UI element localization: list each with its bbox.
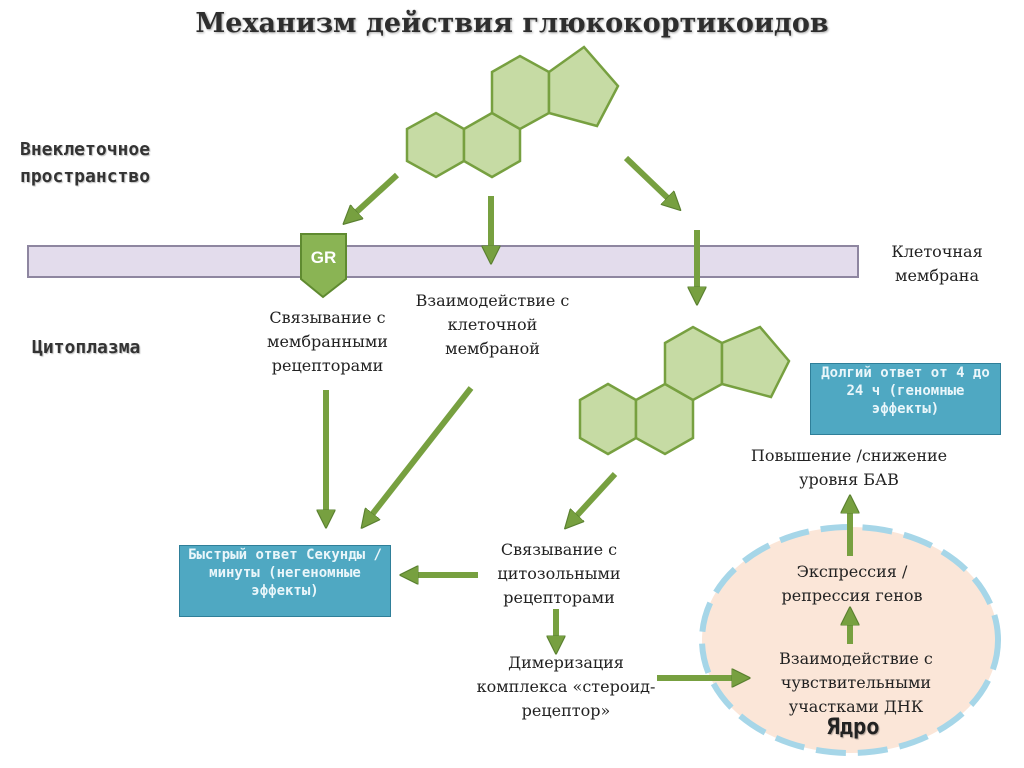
gr-receptor [300,233,347,299]
page-title: Механизм действия глюкокортикоидов [195,8,829,39]
dimerization-label: Димеризация комплекса «стероид-рецептор» [476,653,656,720]
cell-membrane [27,245,859,278]
dna-interaction-label: Взаимодействие с чувствительными участка… [779,649,933,716]
steroid-molecule-cytoplasm [578,325,791,456]
membrane-label: Клеточная мембрана [891,242,983,285]
extracellular-space-label: Внеклеточное пространство [20,139,151,187]
steroid-molecule-extracellular [405,45,620,179]
arrow-to-receptor [350,172,400,218]
membrane-interaction-label: Взаимодействие с клеточной мембраной [415,291,570,358]
arrow-membrane-to-fast [367,386,474,521]
fast-response-box: Быстрый ответ Секунды /минуты (негеномны… [179,545,391,617]
gene-expression-label: Экспрессия / репрессия генов [781,562,923,605]
nucleus-label: Ядро [826,715,880,740]
bav-level-label: Повышение /снижение уровня БАВ [750,446,948,489]
membrane-receptors-label: Связывание с мембранными рецепторами [267,308,388,375]
arrow-to-right [623,155,674,204]
cytosolic-receptors-label: Связывание с цитозольными рецепторами [497,540,621,607]
gr-receptor-label: GR [310,248,337,267]
long-response-box: Долгий ответ от 4 до 24 ч (геномные эффе… [810,363,1001,435]
cytoplasm-label: Цитоплазма [32,337,141,358]
arrow-molecule-to-cytosolic [571,471,618,522]
